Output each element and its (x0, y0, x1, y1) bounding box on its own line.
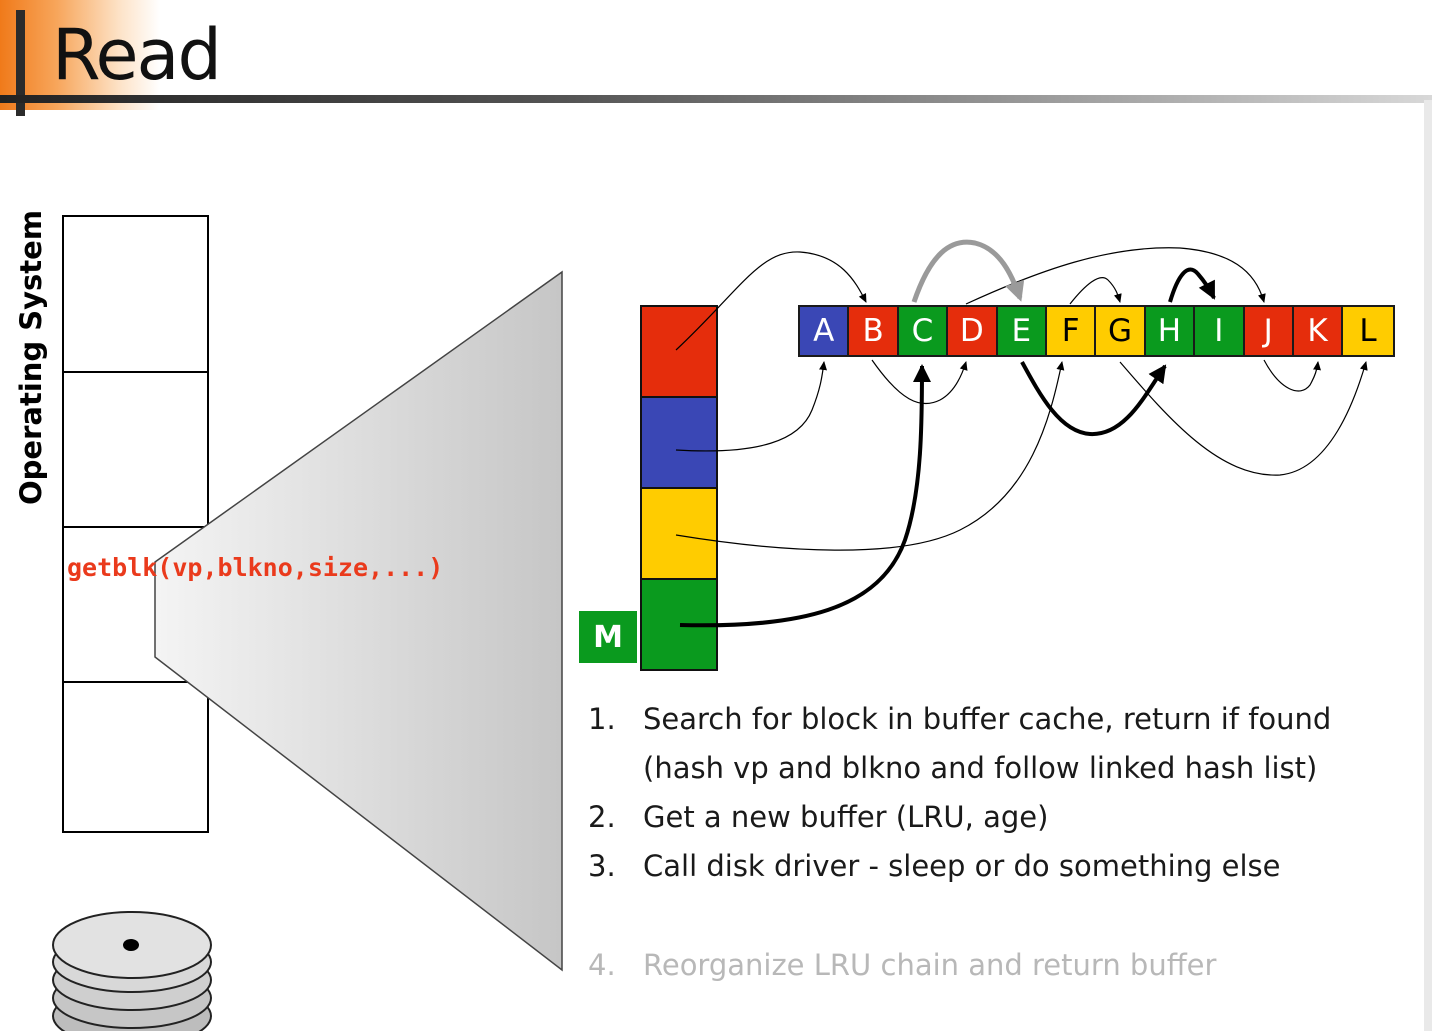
step-number: 1. (588, 702, 616, 736)
step-item: 2. Get a new buffer (LRU, age) (588, 793, 1388, 842)
buffer-block-l: L (1343, 307, 1393, 355)
step-item: 3. Call disk driver - sleep or do someth… (588, 842, 1388, 891)
buffer-block-g: G (1096, 307, 1146, 355)
title-rule (0, 95, 1432, 103)
lru-link-e-h (1020, 361, 1167, 437)
hash-link-blue (675, 361, 827, 452)
buffer-block-h: H (1145, 307, 1196, 355)
zoom-funnel (154, 270, 563, 972)
step-text: Call disk driver - sleep or do something… (643, 849, 1281, 883)
step-item: (hash vp and blkno and follow linked has… (588, 744, 1388, 793)
chain-link-f-g (1069, 277, 1122, 305)
os-row-divider (64, 526, 207, 528)
lru-link-h-i (1168, 267, 1216, 303)
hash-marker-m: M (579, 611, 637, 663)
step-text: Reorganize LRU chain and return buffer (643, 948, 1217, 982)
buffer-block-i: I (1195, 307, 1245, 355)
step-number (588, 744, 643, 793)
steps-list: 1. Search for block in buffer cache, ret… (588, 695, 1388, 990)
chain-link-g-l (1119, 361, 1368, 476)
buffer-block-d: D (948, 307, 998, 355)
buffer-block-a: A (800, 307, 850, 355)
hash-link-yellow (675, 361, 1065, 551)
step-text: Search for block in buffer cache, return… (643, 702, 1332, 736)
buffer-block-k: K (1293, 307, 1344, 355)
step-text: Get a new buffer (LRU, age) (643, 800, 1049, 834)
hash-bucket-red (640, 305, 718, 398)
slide-title: Read (52, 14, 222, 96)
buffer-block-e: E (997, 307, 1047, 355)
os-row-divider (64, 681, 207, 683)
title-bar-marker (16, 10, 25, 116)
slide-edge (1424, 100, 1432, 1031)
buffer-block-b: B (849, 307, 899, 355)
step-item-pending: 4. Reorganize LRU chain and return buffe… (588, 941, 1388, 990)
hash-bucket-yellow (640, 487, 718, 580)
os-row-divider (64, 371, 207, 373)
buffer-block-f: F (1046, 307, 1097, 355)
disk-icon (52, 911, 212, 1031)
buffer-block-j: J (1244, 307, 1294, 355)
hash-bucket-blue (640, 396, 718, 489)
step-item: 1. Search for block in buffer cache, ret… (588, 695, 1388, 744)
lru-link-c-e (911, 239, 1025, 303)
getblk-call: getblk(vp,blkno,size,...) (67, 553, 444, 582)
lru-link-m-c (679, 364, 931, 628)
chain-link-b-d (871, 359, 968, 405)
title-accent (0, 0, 160, 110)
step-text: (hash vp and blkno and follow linked has… (643, 751, 1318, 785)
step-number: 3. (588, 849, 616, 883)
buffer-block-c: C (898, 307, 949, 355)
hash-link-red (675, 251, 867, 351)
step-number: 4. (588, 948, 616, 982)
chain-link-j-k (1263, 359, 1321, 392)
step-number: 2. (588, 800, 616, 834)
